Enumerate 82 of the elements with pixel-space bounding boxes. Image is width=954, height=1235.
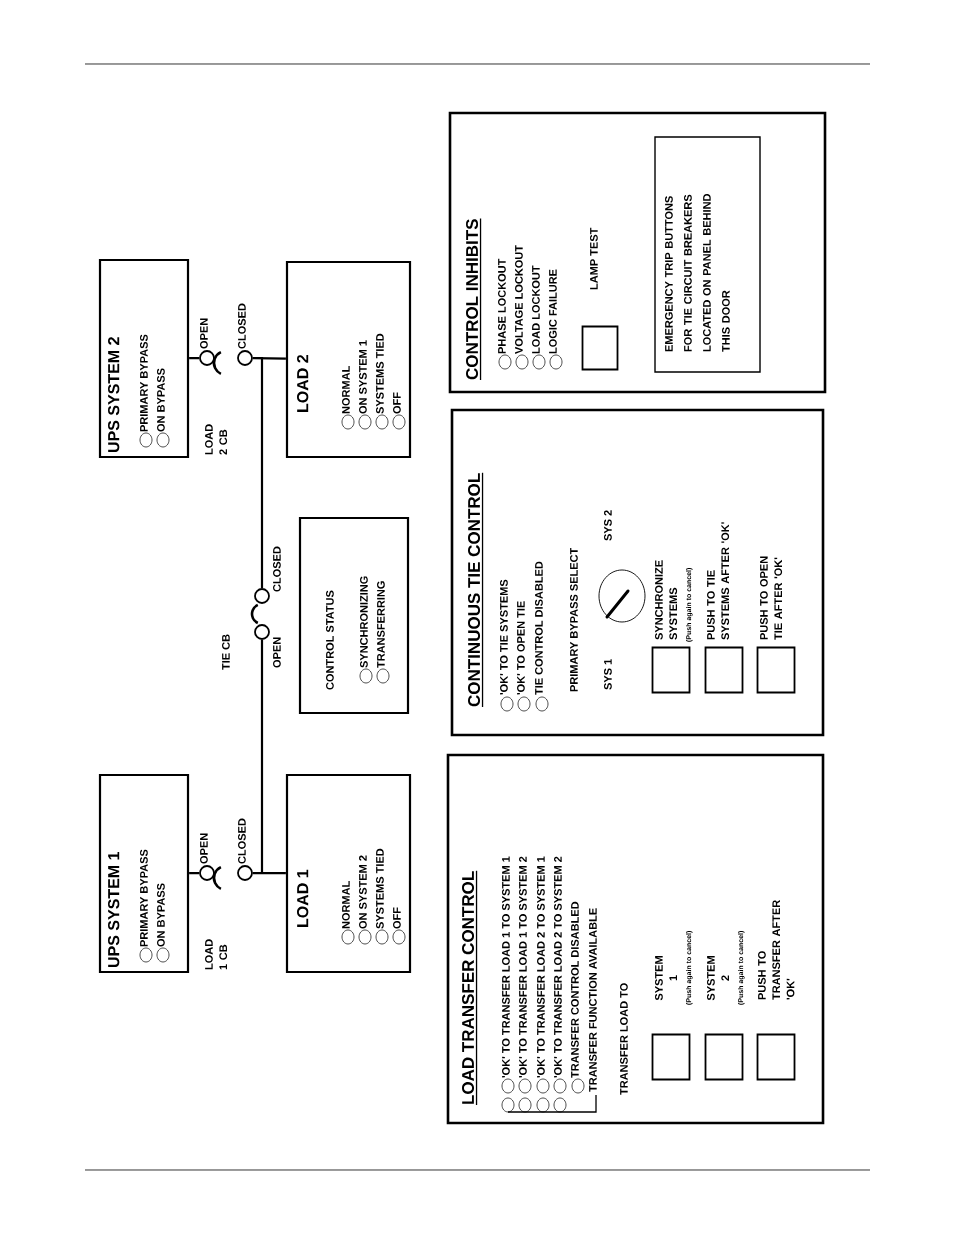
contact-label: CLOSED [238,303,246,349]
contact-label: OPEN [200,833,208,864]
breaker-contact [254,624,270,640]
connector-line [189,356,200,360]
connector-line [189,871,200,875]
lamp-label: ON SYSTEM 2 [359,855,367,929]
lamp-label: PRIMARY BYPASS [140,334,148,432]
push-button [756,646,796,694]
status-box [298,516,410,715]
breaker-contact [237,865,253,881]
contact-label: CLOSED [273,546,281,592]
box-heading: LOAD 2 [297,355,309,412]
breaker-contact [199,865,215,881]
lamp-label: TRANSFER CONTROL DISABLED [571,901,579,1078]
push-button [651,1033,691,1081]
button-label: PUSH TO OPEN TIE AFTER 'OK' [760,556,783,640]
lamp-label: 'OK' TO TIE SYSTEMS [500,579,508,695]
status-box [98,773,190,974]
lamp-label: 'OK' TO TRANSFER LOAD 2 TO SYSTEM 2 [554,856,562,1078]
status-box [285,773,412,974]
note-box [654,136,761,373]
push-button [704,646,744,694]
push-button [704,1033,744,1081]
lamp-label: 'OK' TO TRANSFER LOAD 1 TO SYSTEM 1 [502,856,510,1078]
lamp-label: SYNCHRONIZING [360,576,368,668]
lamp-label: ON SYSTEM 1 [359,340,367,414]
panel-label: PRIMARY BYPASS SELECT [570,547,578,692]
lamp-label: 'OK' TO OPEN TIE [517,601,525,695]
connector-line [252,639,264,875]
button-label: PUSH TO TRANSFER AFTER 'OK' [758,900,795,1000]
control-panel [448,111,827,394]
status-box [285,260,412,459]
breaker-contact [199,350,215,366]
status-box [98,258,190,459]
contact-label: OPEN [273,637,281,668]
lamp-label: ON BYPASS [157,368,165,432]
lamp-label: TRANSFER FUNCTION AVAILABLE [589,908,597,1092]
lamp-label: NORMAL [342,366,350,414]
lamp-label: TIE CONTROL DISABLED [535,561,543,695]
lamp-label: PHASE LOCKOUT [498,258,506,354]
lamp-label: LOGIC FAILURE [549,269,557,354]
control-panel [450,408,825,737]
panel-heading: LOAD TRANSFER CONTROL [462,870,478,1106]
lamp-label: OFF [393,907,401,929]
push-button [756,1033,796,1081]
lamp-label: PRIMARY BYPASS [140,849,148,947]
contact-label: OPEN [200,318,208,349]
push-button [581,325,619,371]
note-text: EMERGENCY TRIP BUTTONS FOR TIE CIRCUIT BREAKERS LOCATED ON PANEL BEHIND THIS DOOR [665,194,730,352]
lamp-label: SYSTEMS TIED [376,333,384,414]
button-label: SYSTEM 2 [707,956,729,1001]
breaker-label: LOAD 2 CB [205,424,228,455]
breaker-contact [237,350,253,366]
control-panel [446,753,825,1125]
box-heading: LOAD 1 [297,869,309,927]
button-label: SYSTEM 1 [655,956,677,1001]
lamp-label: NORMAL [342,881,350,929]
lamp-label: LOAD LOCKOUT [532,265,540,354]
panel-heading: CONTROL INHIBITS [466,217,482,381]
breaker-label: TIE CB [222,634,230,670]
lamp-label: SYSTEMS TIED [376,848,384,929]
box-heading: UPS SYSTEM 2 [108,337,120,453]
button-label: PUSH TO TIE SYSTEMS AFTER 'OK' [707,522,730,640]
button-label: SYNCHRONIZE SYSTEMS [655,560,678,640]
lamp-label: 'OK' TO TRANSFER LOAD 1 TO SYSTEM 2 [519,856,527,1078]
lamp-label: OFF [393,392,401,414]
switch-position-label: SYS 2 [604,510,612,541]
lamp-label: TRANSFERRING [377,581,385,668]
push-button [651,646,691,694]
breaker-label: LOAD 1 CB [205,939,228,970]
box-heading: UPS SYSTEM 1 [108,852,120,968]
lamp-label: 'OK' TO TRANSFER LOAD 2 TO SYSTEM 1 [537,856,545,1078]
contact-label: CLOSED [238,818,246,864]
panel-heading: CONTINUOUS TIE CONTROL [468,472,484,708]
connector-line [252,357,286,360]
panel-label: TRANSFER LOAD TO [620,983,628,1095]
lamp-label: VOLTAGE LOCKOUT [515,245,523,354]
breaker-contact [254,588,270,604]
button-label: LAMP TEST [590,227,598,290]
box-heading: CONTROL STATUS [326,590,334,690]
lamp-label: ON BYPASS [157,883,165,947]
switch-position-label: SYS 1 [604,659,612,690]
